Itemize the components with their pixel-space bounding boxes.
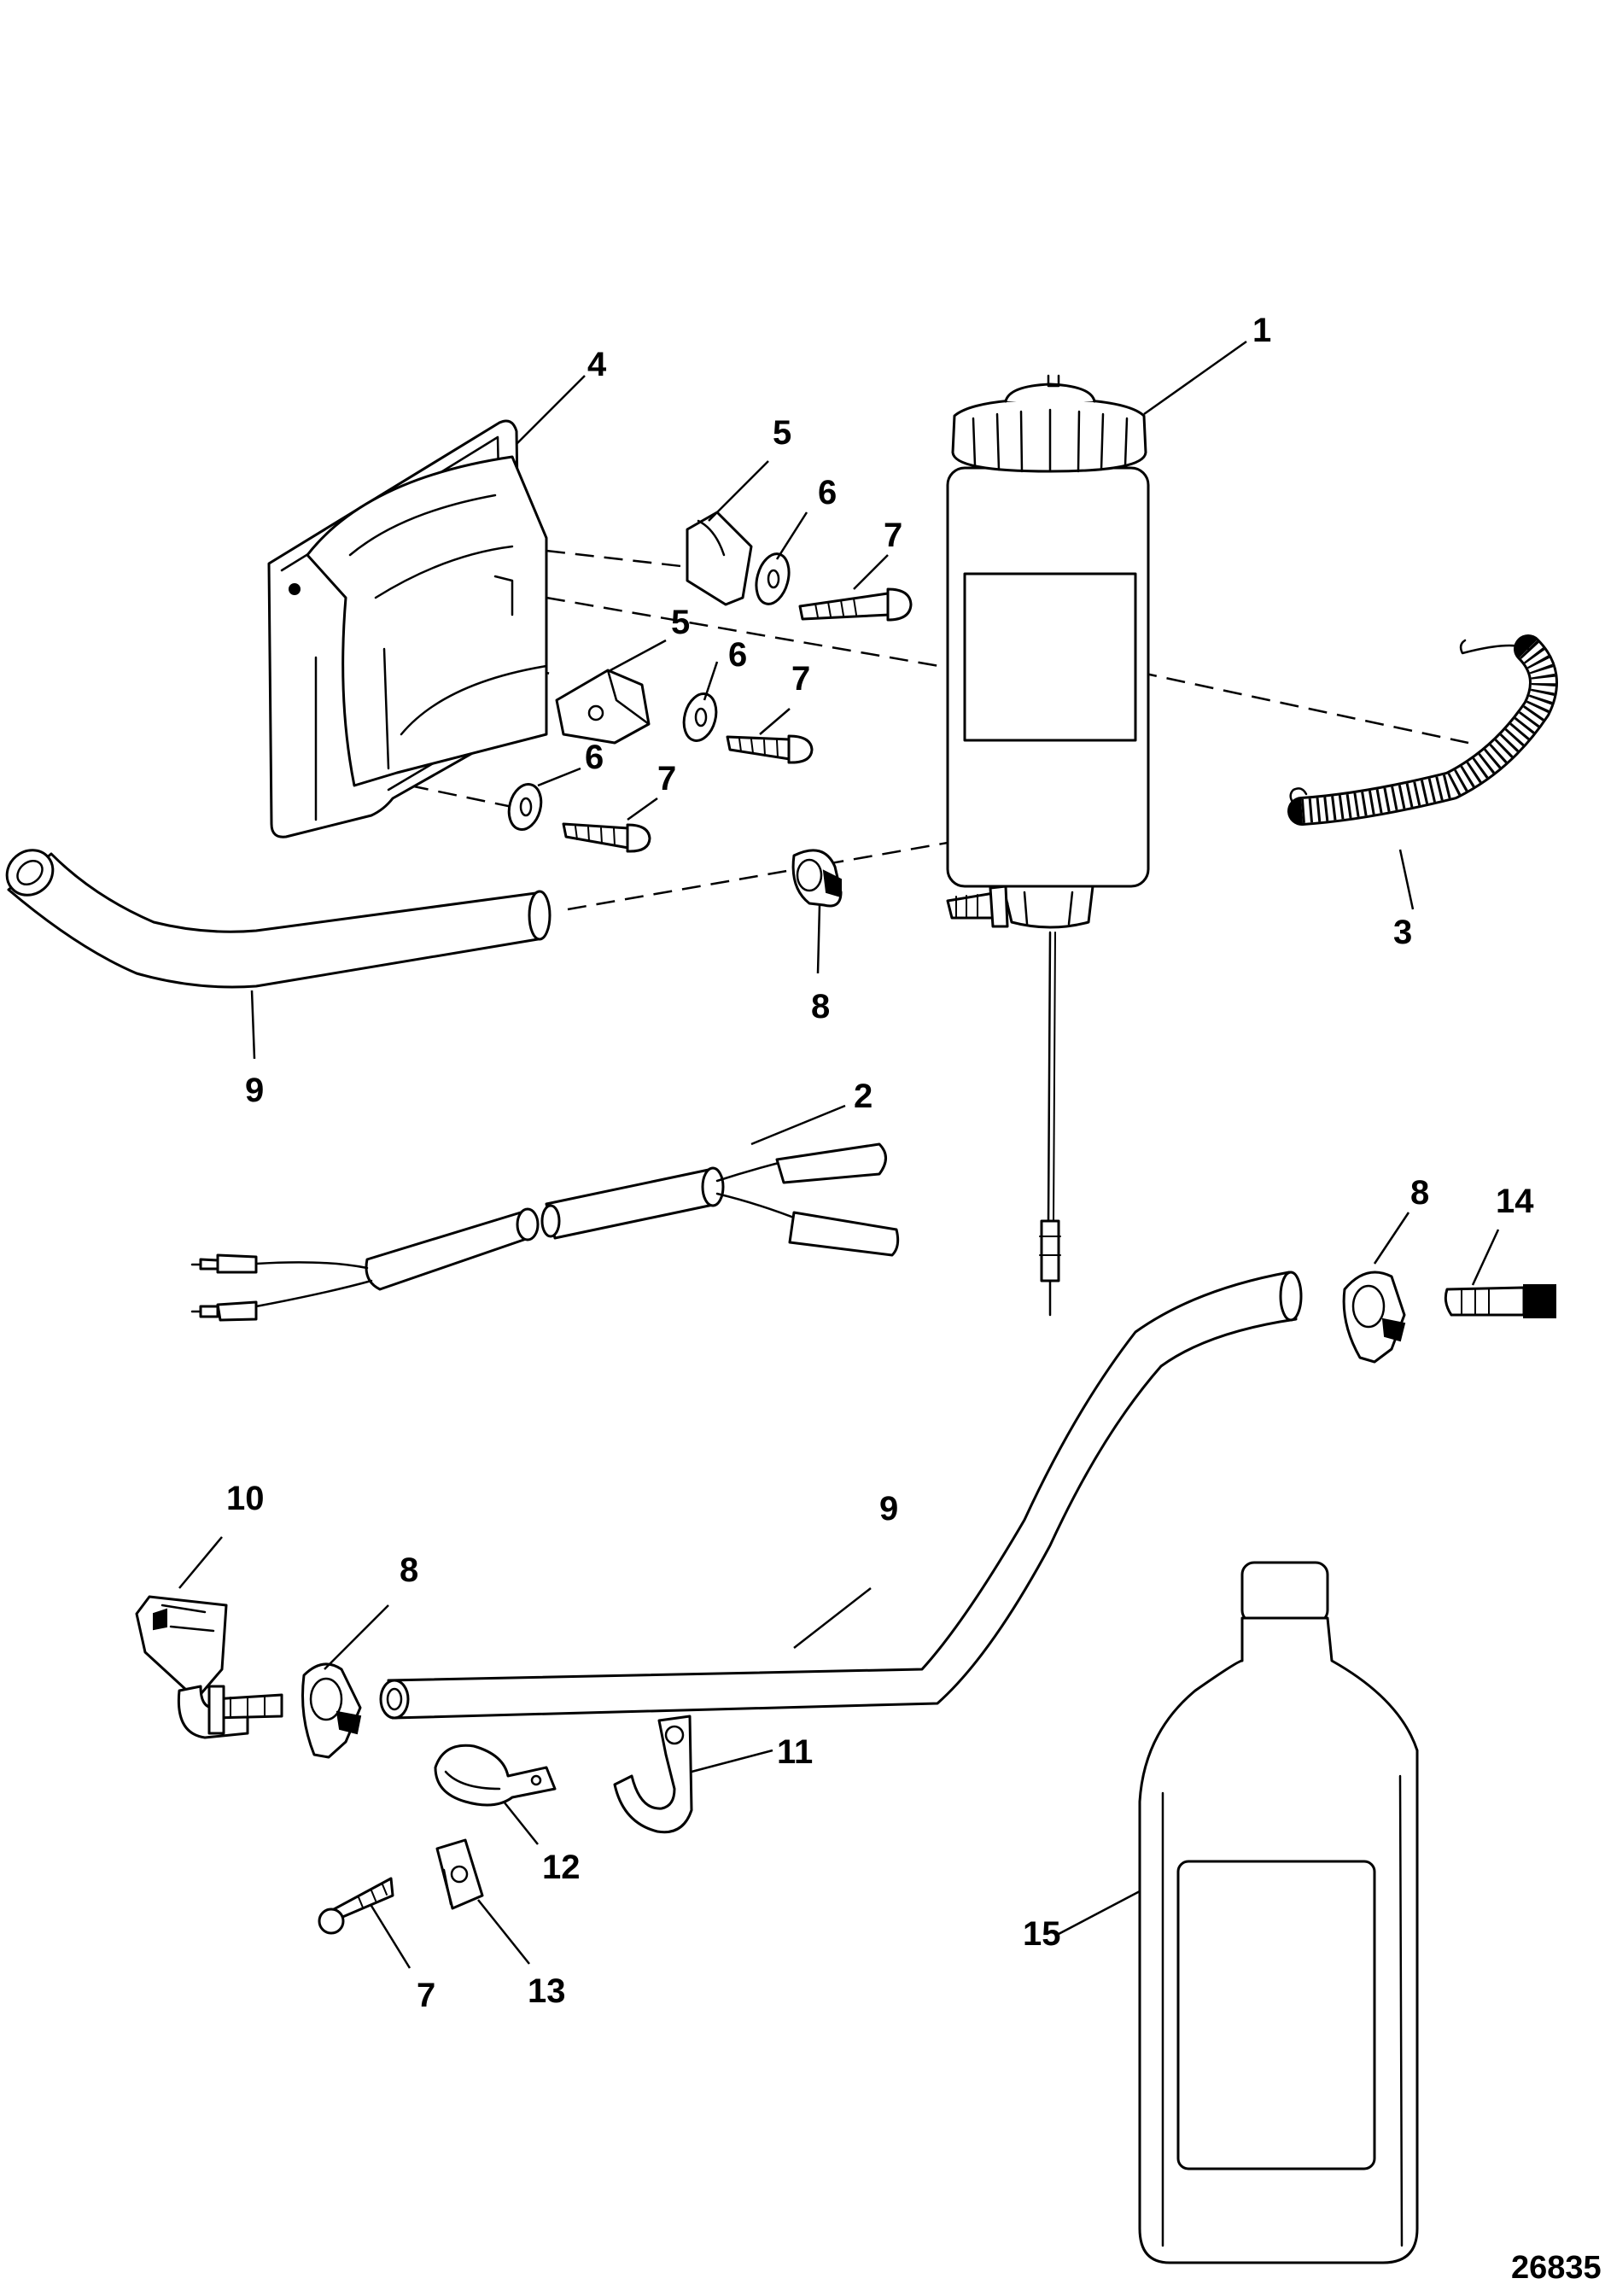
clip-nut: [435, 1838, 484, 1910]
callout-2: 2: [854, 1078, 873, 1115]
hose-clamp-lower: [301, 1662, 362, 1759]
hose-lower: [379, 1271, 1303, 1720]
bracket-clip-lower: [555, 669, 651, 745]
callout-6-lower: 6: [585, 739, 604, 776]
leader-lines: [178, 340, 1500, 1969]
figure-number: 26835: [1511, 2250, 1602, 2286]
callout-6-middle: 6: [728, 636, 747, 674]
hose-connector: [135, 1595, 283, 1739]
callout-14: 14: [1496, 1183, 1534, 1220]
callout-7-upper: 7: [884, 517, 902, 554]
callout-9-upper: 9: [245, 1072, 264, 1109]
j-clip: [613, 1715, 693, 1834]
pipe-clamp: [434, 1744, 557, 1807]
sensor-wire-harness: [190, 1142, 900, 1322]
bracket-clip-upper: [686, 511, 753, 606]
callout-3: 3: [1393, 914, 1412, 951]
mounting-bracket: [267, 419, 548, 838]
callout-15: 15: [1023, 1915, 1061, 1953]
callout-9-lower: 9: [879, 1490, 898, 1528]
callout-5-lower: 5: [671, 604, 690, 641]
callout-5-upper: 5: [773, 414, 791, 452]
callout-7-bottom: 7: [417, 1977, 435, 2014]
callout-1: 1: [1252, 312, 1271, 349]
callout-8-upper: 8: [811, 988, 830, 1025]
callout-13: 13: [528, 1972, 566, 2010]
callout-11: 11: [777, 1733, 813, 1771]
screws: [318, 587, 913, 1935]
callout-12: 12: [542, 1849, 581, 1886]
callout-7-middle: 7: [791, 660, 810, 698]
callout-7-lower: 7: [657, 760, 676, 797]
callout-10: 10: [226, 1480, 265, 1517]
hose-fitting: [1444, 1284, 1556, 1318]
hose-clamp-right: [1342, 1271, 1406, 1364]
callout-labels: 1 2 3 4 5 5 6 6 6 7 7 7 7 8 8 8 9 9 10 1…: [226, 312, 1534, 2014]
callout-6-upper: 6: [818, 474, 837, 511]
coiled-wire: [1287, 634, 1558, 826]
callout-4: 4: [587, 346, 607, 383]
hose-upper: [5, 849, 552, 989]
hose-clamp-upper: [791, 849, 843, 908]
oil-bottle: [1138, 1561, 1419, 2264]
oil-reservoir: [946, 374, 1150, 1317]
callout-8-right: 8: [1410, 1174, 1429, 1212]
callout-8-lower: 8: [400, 1551, 418, 1589]
washers: [507, 552, 791, 831]
